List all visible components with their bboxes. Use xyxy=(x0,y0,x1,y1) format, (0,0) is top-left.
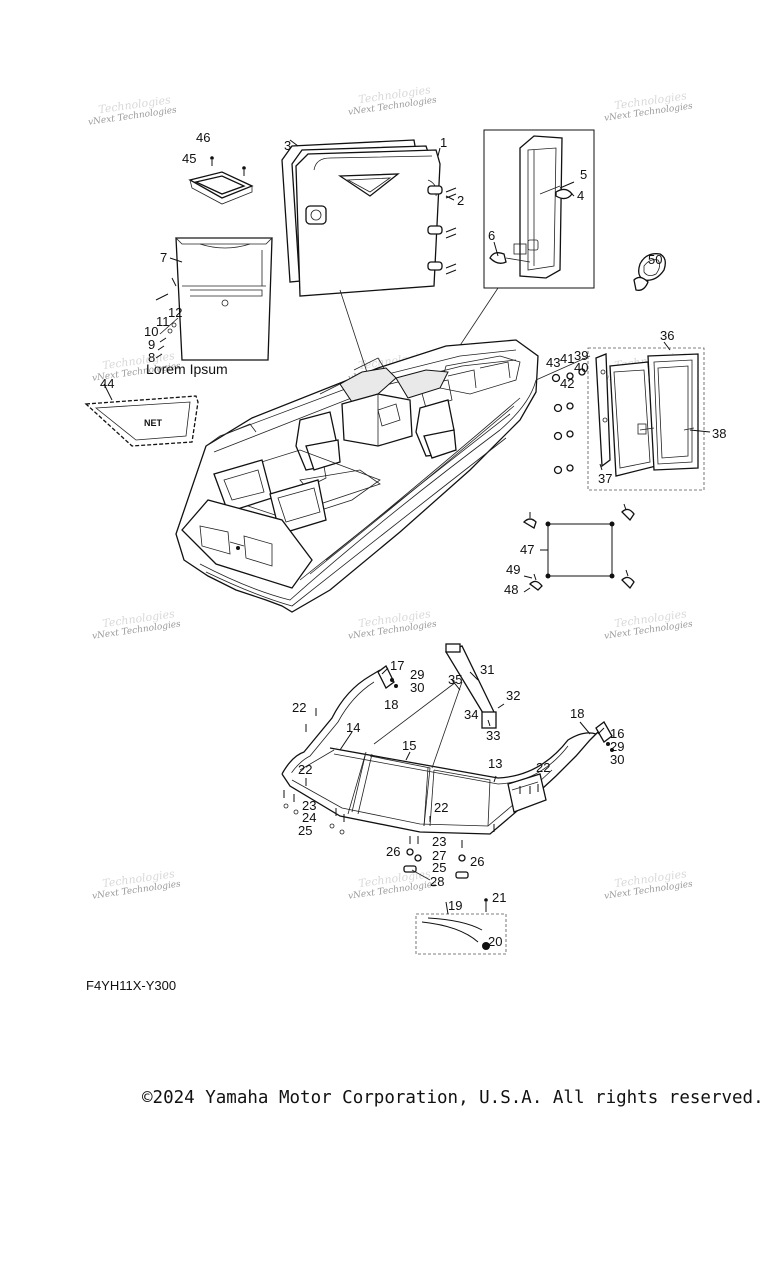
boat-hull xyxy=(175,339,591,613)
callout-19: 19 xyxy=(448,898,462,913)
net-part: NET xyxy=(84,395,199,447)
callout-46: 46 xyxy=(196,130,210,145)
storage-tray xyxy=(188,156,254,205)
callout-23: 23 xyxy=(432,834,446,849)
callout-29: 29 xyxy=(410,667,424,682)
callout-33: 33 xyxy=(486,728,500,743)
callout-4: 4 xyxy=(577,188,584,203)
callout-15: 15 xyxy=(402,738,416,753)
windshield-frame xyxy=(281,643,614,881)
placeholder-text: Lorem Ipsum xyxy=(146,361,228,377)
washer-group xyxy=(551,368,586,475)
callout-7: 7 xyxy=(160,250,167,265)
callout-10: 10 xyxy=(144,324,158,339)
callout-47: 47 xyxy=(520,542,534,557)
callout-16: 16 xyxy=(610,726,624,741)
callout-26: 26 xyxy=(470,854,484,869)
callout-21: 21 xyxy=(492,890,506,905)
callout-numbers: 1 2 3 4 5 6 7 8 9 10 11 12 13 14 15 16 1… xyxy=(100,130,726,949)
hardware-stack xyxy=(155,277,179,359)
door-panel xyxy=(281,139,457,297)
callout-6: 6 xyxy=(488,228,495,243)
callout-45: 45 xyxy=(182,151,196,166)
callout-3: 3 xyxy=(284,138,291,153)
callout-9: 9 xyxy=(148,337,155,352)
callout-50: 50 xyxy=(648,252,662,267)
callout-28: 28 xyxy=(430,874,444,889)
callout-24: 24 xyxy=(302,810,316,825)
callout-leaders xyxy=(103,147,711,915)
callout-2: 2 xyxy=(457,193,464,208)
copyright-notice: ©2024 Yamaha Motor Corporation, U.S.A. A… xyxy=(142,1088,764,1108)
side-hatch-box xyxy=(551,347,705,491)
callout-32: 32 xyxy=(506,688,520,703)
callout-48: 48 xyxy=(504,582,518,597)
callout-30: 30 xyxy=(410,680,424,695)
callout-13: 13 xyxy=(488,756,502,771)
callout-41: 41 xyxy=(560,351,574,366)
callout-31: 31 xyxy=(480,662,494,677)
callout-43: 43 xyxy=(546,355,560,370)
callout-18: 18 xyxy=(384,697,398,712)
callout-39: 39 xyxy=(574,348,588,363)
callout-12: 12 xyxy=(168,305,182,320)
callout-34: 34 xyxy=(464,707,478,722)
mirror-part xyxy=(633,253,666,291)
storage-box xyxy=(175,237,273,361)
callout-37: 37 xyxy=(598,471,612,486)
callout-38: 38 xyxy=(712,426,726,441)
diagram-code: F4YH11X-Y300 xyxy=(86,978,177,993)
seal-detail-box xyxy=(415,898,507,955)
callout-26: 26 xyxy=(386,844,400,859)
net-label: NET xyxy=(144,418,163,428)
callout-22: 22 xyxy=(292,700,306,715)
callout-25: 25 xyxy=(432,860,446,875)
callout-14: 14 xyxy=(346,720,360,735)
callout-5: 5 xyxy=(580,167,587,182)
callout-22: 22 xyxy=(536,760,550,775)
callout-20: 20 xyxy=(488,934,502,949)
callout-35: 35 xyxy=(448,672,462,687)
callout-30: 30 xyxy=(610,752,624,767)
callout-8: 8 xyxy=(148,350,155,365)
callout-44: 44 xyxy=(100,376,114,391)
callout-42: 42 xyxy=(560,376,574,391)
callout-40: 40 xyxy=(574,360,588,375)
cover-frame xyxy=(522,503,635,591)
callout-22: 22 xyxy=(434,800,448,815)
callout-18: 18 xyxy=(570,706,584,721)
callout-25: 25 xyxy=(298,823,312,838)
callout-36: 36 xyxy=(660,328,674,343)
callout-49: 49 xyxy=(506,562,520,577)
callout-1: 1 xyxy=(440,135,447,150)
callout-22: 22 xyxy=(298,762,312,777)
callout-11: 11 xyxy=(156,314,170,329)
callout-27: 27 xyxy=(432,848,446,863)
callout-23: 23 xyxy=(302,798,316,813)
latch-detail-box xyxy=(483,129,595,289)
callout-29: 29 xyxy=(610,739,624,754)
callout-17: 17 xyxy=(390,658,404,673)
